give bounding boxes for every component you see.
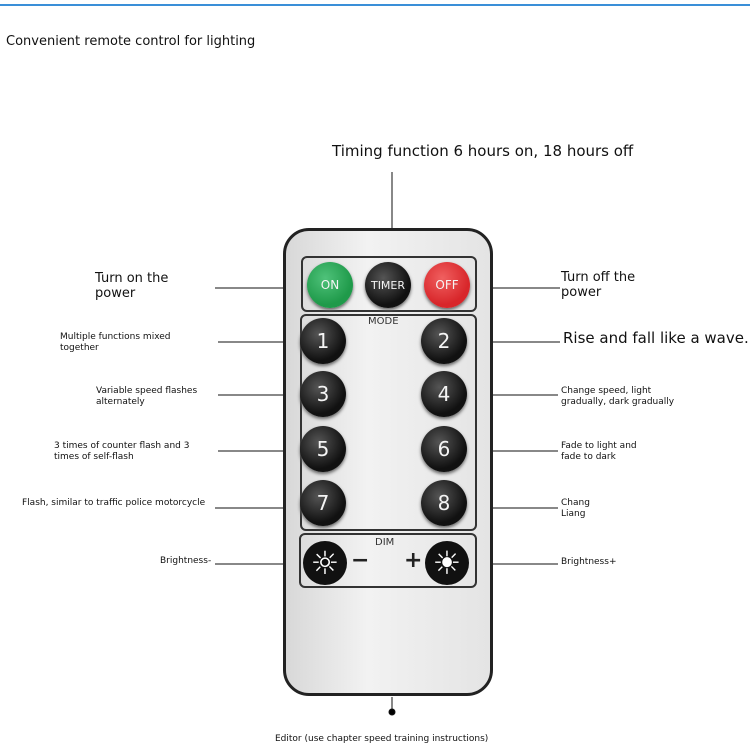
- mode-button-6[interactable]: 6: [421, 426, 467, 472]
- sun-icon: ☀: [432, 544, 462, 582]
- mode-button-8[interactable]: 8: [421, 480, 467, 526]
- bottom-annotation: Editor (use chapter speed training instr…: [275, 734, 489, 744]
- brightness-down-button[interactable]: ☼: [303, 541, 347, 585]
- mode-button-2[interactable]: 2: [421, 318, 467, 364]
- timer-button[interactable]: TIMER: [365, 262, 411, 308]
- mode-button-5[interactable]: 5: [300, 426, 346, 472]
- page-title: Convenient remote control for lighting: [6, 34, 256, 49]
- mode-button-4[interactable]: 4: [421, 371, 467, 417]
- mode-button-1[interactable]: 1: [300, 318, 346, 364]
- brightness-up-annotation: Brightness+: [561, 557, 617, 567]
- mode-button-3[interactable]: 3: [300, 371, 346, 417]
- button-8-annotation: Chang Liang: [561, 498, 590, 519]
- button-6-annotation: Fade to light and fade to dark: [561, 441, 637, 462]
- brightness-up-button[interactable]: ☀: [425, 541, 469, 585]
- power-panel: [301, 256, 477, 312]
- mode-panel: [300, 314, 477, 531]
- dim-panel: [299, 533, 477, 588]
- button-7-annotation: Flash, similar to traffic police motorcy…: [22, 498, 206, 508]
- top-accent-bar: [0, 4, 750, 6]
- timer-annotation: Timing function 6 hours on, 18 hours off: [332, 142, 634, 160]
- button-3-annotation: Variable speed flashes alternately: [96, 386, 198, 407]
- button-4-annotation: Change speed, light gradually, dark grad…: [561, 386, 675, 407]
- on-button[interactable]: ON: [307, 262, 353, 308]
- brightness-down-annotation: Brightness-: [160, 556, 212, 566]
- button-1-annotation: Multiple functions mixed together: [60, 332, 171, 353]
- plus-sign: +: [404, 548, 423, 573]
- button-2-annotation: Rise and fall like a wave.: [563, 329, 749, 347]
- off-button[interactable]: OFF: [424, 262, 470, 308]
- off-annotation: Turn off the power: [561, 270, 636, 300]
- minus-sign: −: [351, 548, 370, 573]
- mode-label: MODE: [368, 316, 399, 327]
- mode-button-7[interactable]: 7: [300, 480, 346, 526]
- sun-icon: ☼: [310, 544, 340, 582]
- on-annotation: Turn on the power: [95, 271, 169, 301]
- button-5-annotation: 3 times of counter flash and 3 times of …: [54, 441, 190, 462]
- dim-label: DIM: [375, 537, 395, 548]
